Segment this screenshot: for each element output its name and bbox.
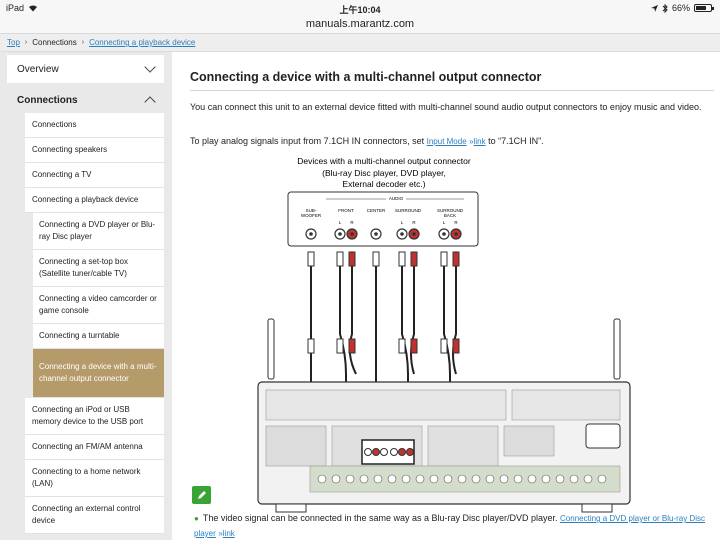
diagram-caption-1: Devices with a multi-channel output conn… <box>297 156 471 166</box>
diagram-caption-2: (Blu-ray Disc player, DVD player, <box>322 168 446 178</box>
location-icon <box>650 4 658 12</box>
link-arrow-icon: » <box>218 529 223 538</box>
sidebar-subitem-settopbox[interactable]: Connecting a set-top box (Satellite tune… <box>33 250 164 287</box>
sidebar-item-ipod-usb[interactable]: Connecting an iPod or USB memory device … <box>25 398 164 435</box>
label-subwoofer-1: SUB- <box>306 208 317 213</box>
status-bar: iPad 上午10:04 66% <box>0 0 720 16</box>
cable-plugs <box>307 251 460 354</box>
antenna-left <box>267 318 275 380</box>
sidebar-subitem-multichannel[interactable]: Connecting a device with a multi-channel… <box>33 349 164 398</box>
label-surround-l: L <box>401 220 404 225</box>
sidebar-sublist: Connecting a DVD player or Blu-ray Disc … <box>33 213 164 398</box>
chevron-up-icon <box>144 96 156 108</box>
breadcrumb: Top › Connections › Connecting a playbac… <box>0 34 720 52</box>
sidebar-subitem-dvd[interactable]: Connecting a DVD player or Blu-ray Disc … <box>33 213 164 250</box>
note-pencil-icon <box>192 486 211 504</box>
label-surround: SURROUND <box>395 208 422 213</box>
diagram-caption-3: External decoder etc.) <box>342 179 425 189</box>
label-back-r: R <box>454 220 458 225</box>
link-arrow-icon: » <box>469 137 474 146</box>
input-mode-link[interactable]: Input Mode <box>426 137 467 146</box>
sidebar-section-connections[interactable]: Connections <box>7 87 164 113</box>
note-text: ●The video signal can be connected in th… <box>194 511 714 540</box>
input-mode-link-2[interactable]: link <box>473 137 486 146</box>
label-front-r: R <box>350 220 354 225</box>
battery-icon <box>694 4 714 12</box>
chevron-down-icon <box>144 61 156 73</box>
sidebar-subitem-camcorder[interactable]: Connecting a video camcorder or game con… <box>33 287 164 324</box>
label-front-l: L <box>339 220 342 225</box>
breadcrumb-chevron-icon: › <box>81 39 85 46</box>
sidebar-item-speakers[interactable]: Connecting speakers <box>25 138 164 163</box>
bluetooth-icon <box>662 3 668 13</box>
connection-diagram: Devices with a multi-channel output conn… <box>257 156 631 513</box>
sidebar-item-tv[interactable]: Connecting a TV <box>25 163 164 188</box>
sidebar: Overview Connections Connections Connect… <box>0 52 172 540</box>
device-name: iPad <box>6 3 25 13</box>
title-divider <box>190 90 714 91</box>
main-content: Connecting a device with a multi-channel… <box>172 52 720 540</box>
sidebar-overview-label: Overview <box>17 63 59 75</box>
audio-label: AUDIO <box>389 196 404 201</box>
url-text: manuals.marantz.com <box>305 18 415 30</box>
breadcrumb-connections: Connections <box>32 38 77 47</box>
label-front: FRONT <box>338 208 354 213</box>
breadcrumb-chevron-icon: › <box>24 39 28 46</box>
sidebar-section-label: Connections <box>17 94 78 106</box>
source-jacks <box>305 228 462 240</box>
label-surround-back-2: BACK <box>444 213 456 218</box>
address-bar[interactable]: manuals.marantz.com <box>0 16 720 34</box>
label-subwoofer-2: WOOFER <box>301 213 322 218</box>
para2-prefix: To play analog signals input from 7.1CH … <box>190 136 427 146</box>
source-panel <box>287 191 479 247</box>
sidebar-list: Connections Connecting speakers Connecti… <box>25 113 164 534</box>
sidebar-overview[interactable]: Overview <box>7 55 164 83</box>
label-surround-r: R <box>412 220 416 225</box>
label-center: CENTER <box>367 208 386 213</box>
sidebar-item-antenna[interactable]: Connecting an FM/AM antenna <box>25 435 164 460</box>
label-back-l: L <box>443 220 446 225</box>
battery-percent: 66% <box>671 3 690 13</box>
para2-suffix: to “7.1CH IN”. <box>485 136 544 146</box>
sidebar-item-external-control[interactable]: Connecting an external control device <box>25 497 164 534</box>
breadcrumb-top-link[interactable]: Top <box>7 38 20 47</box>
receiver-foot-left <box>275 503 307 513</box>
sidebar-subitem-turntable[interactable]: Connecting a turntable <box>33 324 164 349</box>
sidebar-item-connections[interactable]: Connections <box>25 113 164 138</box>
intro-paragraph: You can connect this unit to an external… <box>190 102 702 112</box>
bullet-icon: ● <box>194 514 199 523</box>
wifi-icon <box>29 5 38 12</box>
receiver-71ch-jacks <box>364 448 414 456</box>
page-title: Connecting a device with a multi-channel… <box>190 70 542 84</box>
sidebar-item-lan[interactable]: Connecting to a home network (LAN) <box>25 460 164 497</box>
antenna-right <box>613 318 621 380</box>
label-surround-back-1: SURROUND <box>437 208 464 213</box>
note-dvd-link[interactable]: Connecting a DVD player or Blu-ray Disc … <box>194 514 705 538</box>
breadcrumb-current-link[interactable]: Connecting a playback device <box>89 38 196 47</box>
note-link-2[interactable]: link <box>222 529 235 538</box>
clock: 上午10:04 <box>339 5 381 15</box>
input-mode-paragraph: To play analog signals input from 7.1CH … <box>190 134 710 149</box>
note-body: The video signal can be connected in the… <box>202 513 561 523</box>
sidebar-item-playback[interactable]: Connecting a playback device <box>25 188 164 213</box>
receiver-foot-right <box>581 503 613 513</box>
